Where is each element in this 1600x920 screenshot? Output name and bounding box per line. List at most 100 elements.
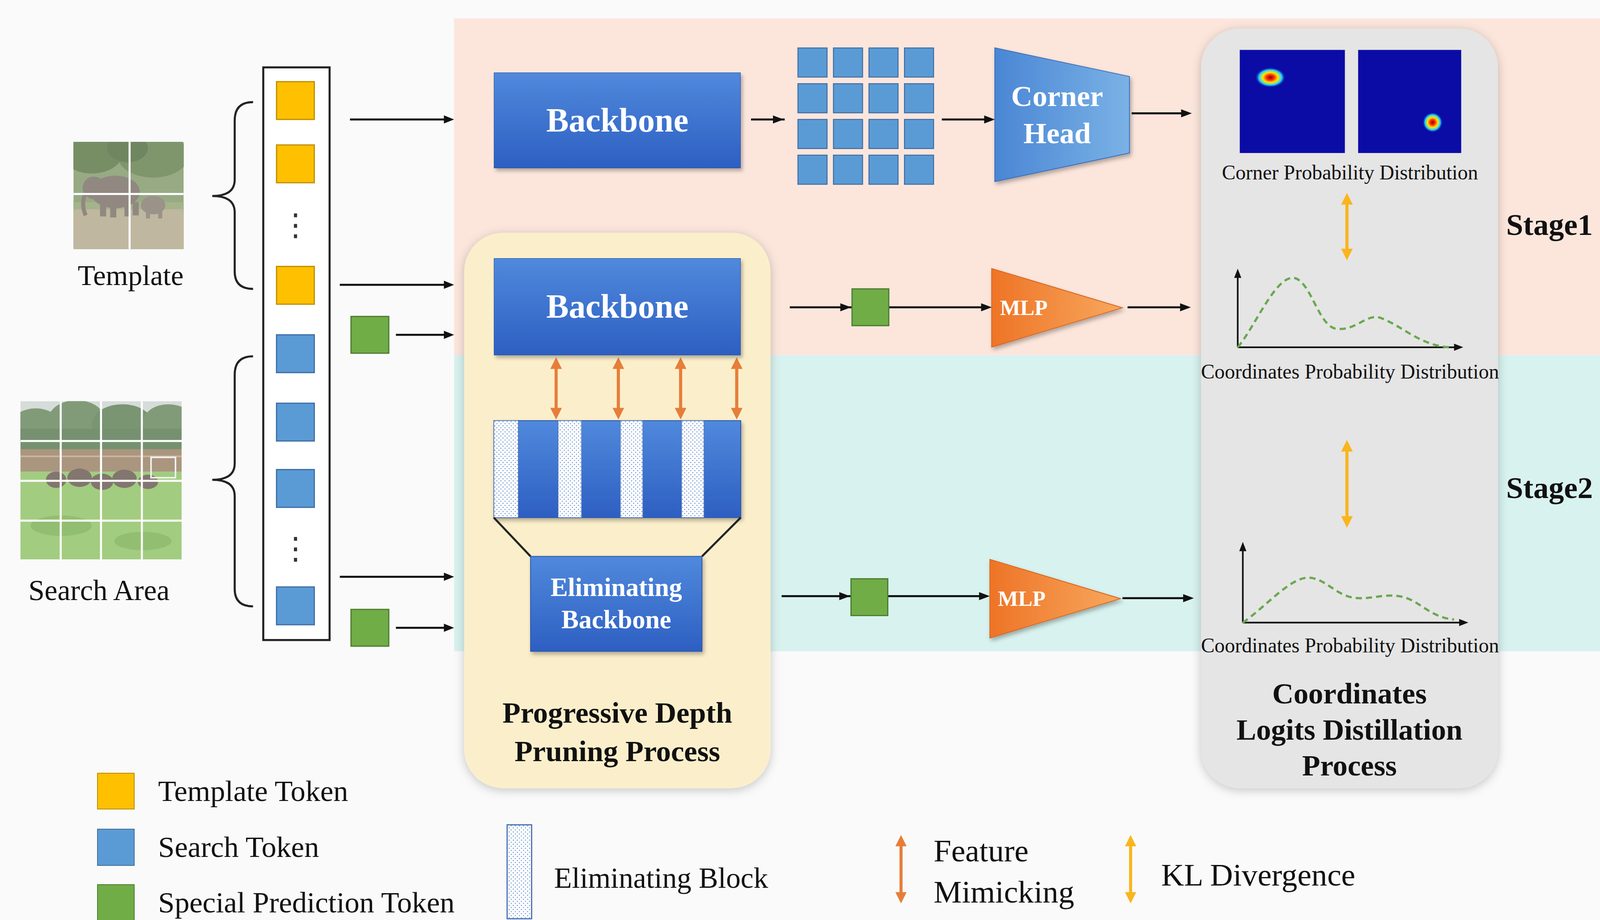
feature-token	[904, 119, 934, 149]
arrowhead	[980, 303, 992, 312]
expand-line	[702, 517, 742, 557]
legend-holder: Search Token	[158, 829, 320, 865]
coordinate-distribution: Coordinates Probability Distribution	[1193, 263, 1507, 438]
coordinate-distribution: Coordinates Probability Distribution	[1193, 530, 1507, 658]
arrowhead	[895, 834, 907, 846]
arrowhead	[895, 891, 907, 904]
arrowhead	[979, 591, 990, 600]
arrowhead	[1234, 268, 1242, 278]
connector	[1341, 192, 1353, 261]
ellipsis-mark: ⋮	[280, 207, 311, 243]
distillation-panel: Coordinates Logits Distillation ProcessC…	[1201, 28, 1499, 788]
node-label: Eliminating Backbone	[530, 571, 702, 636]
panel-heading: Progressive Depth Pruning Process	[496, 693, 739, 771]
arrowhead	[839, 591, 850, 600]
distribution-curve	[1237, 277, 1449, 347]
expand-line	[493, 517, 531, 557]
feature-token	[797, 47, 828, 77]
legend-mimic-arrow	[895, 834, 907, 904]
arrowhead	[443, 623, 455, 632]
eliminating-block	[558, 420, 582, 518]
brace	[212, 356, 254, 607]
arrow-line	[1236, 276, 1239, 347]
connector	[550, 356, 562, 420]
arrowhead	[674, 356, 687, 369]
node-label: Backbone	[546, 100, 689, 141]
arrow-line	[395, 626, 446, 629]
connector	[674, 356, 687, 420]
search-image	[20, 439, 182, 442]
node-label: Coordinates Probability Distribution	[1201, 360, 1499, 384]
arrow-line	[1128, 844, 1133, 894]
feature-token	[869, 83, 899, 113]
feature-token	[869, 47, 899, 77]
arrow-line	[1243, 621, 1461, 624]
feature-token	[869, 155, 899, 185]
connector	[789, 303, 993, 312]
legend-swatch	[97, 772, 135, 810]
eliminating-block	[681, 420, 705, 518]
node-label: MLP	[997, 585, 1046, 612]
arrow-line	[735, 367, 739, 409]
arrowhead	[612, 356, 624, 369]
corner-head: Corner Head	[994, 47, 1130, 182]
block-strip	[493, 420, 741, 518]
plot-axes	[1234, 268, 1464, 351]
prediction-token	[351, 609, 389, 646]
legend-eliminating-block	[507, 824, 532, 919]
prediction-token	[852, 288, 889, 326]
arrow-line	[616, 367, 620, 409]
arrowhead	[1124, 891, 1137, 904]
feature-token	[904, 155, 934, 185]
template-image	[73, 141, 184, 250]
arrowhead	[730, 407, 743, 420]
stage-label: Stage2	[1506, 470, 1593, 506]
corner-head-shape	[994, 47, 1130, 182]
feature-token	[904, 83, 934, 113]
node-label: Coordinates Probability Distribution	[1201, 633, 1499, 658]
mlp-head-shape	[989, 559, 1121, 638]
arrowhead	[1459, 619, 1469, 627]
arrow-line	[339, 283, 446, 286]
feature-token	[833, 83, 863, 113]
arrowhead	[1124, 834, 1137, 846]
eliminating-box	[530, 555, 702, 651]
arrowhead	[1179, 303, 1191, 312]
connector	[1131, 109, 1193, 118]
arrowhead	[1341, 248, 1353, 261]
search-image	[20, 519, 182, 522]
legend-holder: Eliminating Block	[554, 860, 769, 896]
input-arrow	[339, 280, 455, 289]
search-image	[20, 479, 182, 482]
search-token	[276, 469, 315, 507]
stage-label: Stage1	[1506, 207, 1593, 243]
arrowhead	[443, 115, 455, 124]
prediction-token	[851, 578, 888, 616]
arrowhead	[772, 115, 784, 124]
input-arrow	[339, 572, 455, 581]
arrow-line	[679, 367, 683, 409]
arrow-line	[1131, 112, 1183, 115]
arrowhead	[840, 303, 852, 312]
arrowhead	[1183, 594, 1194, 603]
legend-text: Feature Mimicking	[933, 830, 1092, 913]
input-arrow	[395, 623, 455, 632]
plot-axes	[1239, 541, 1469, 626]
arrowhead	[730, 356, 743, 369]
legend-swatch	[97, 828, 135, 866]
eliminating-backbone: Eliminating Backbone	[493, 420, 741, 652]
legend-holder: KL Divergence	[1161, 855, 1356, 894]
pruning-panel: Progressive Depth Pruning Process Backbon…	[464, 232, 771, 788]
coordinate-distribution-shape	[1234, 268, 1464, 351]
feature-token	[833, 47, 863, 77]
label-holder: Search Area	[28, 572, 170, 607]
node-label: Backbone	[546, 286, 689, 327]
feature-token	[797, 155, 828, 185]
feature-token	[797, 83, 828, 113]
legend-kl-arrow	[1124, 834, 1137, 904]
node-label: Corner Head	[998, 77, 1116, 152]
arrowhead	[674, 407, 687, 420]
search-token	[276, 403, 315, 441]
arrowhead	[443, 330, 455, 339]
